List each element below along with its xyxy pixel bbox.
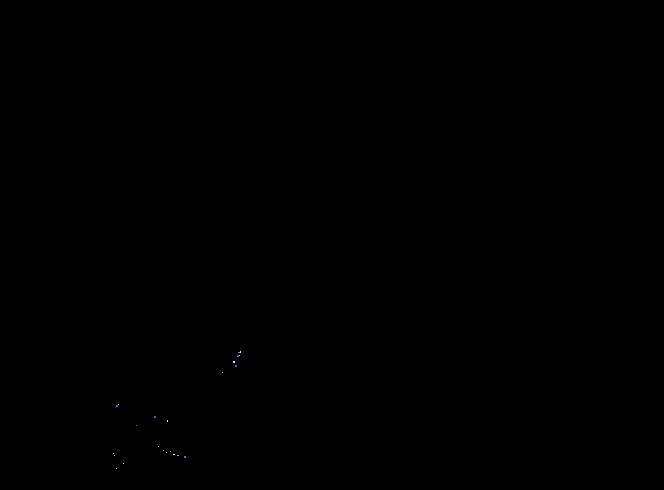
star-speck: [116, 468, 117, 469]
star-speck: [154, 416, 156, 418]
star-speck: [114, 455, 115, 456]
star-speck: [166, 452, 167, 453]
star-speck: [115, 407, 116, 408]
star-speck: [237, 355, 239, 357]
star-speck: [177, 455, 179, 456]
star-speck: [235, 365, 237, 367]
star-speck: [238, 352, 240, 353]
star-speck: [170, 451, 171, 452]
star-speck: [123, 463, 124, 464]
star-speck: [136, 425, 137, 426]
star-speck: [167, 420, 168, 422]
star-speck: [184, 456, 186, 458]
star-speck: [163, 450, 164, 451]
star-speck: [240, 351, 241, 353]
star-speck: [233, 361, 235, 363]
star-speck: [118, 404, 119, 405]
star-speck: [158, 446, 159, 447]
star-speck: [116, 405, 118, 407]
star-speck: [113, 453, 114, 454]
star-speck: [222, 372, 223, 373]
star-speck: [239, 355, 240, 356]
star-speck: [173, 454, 175, 455]
